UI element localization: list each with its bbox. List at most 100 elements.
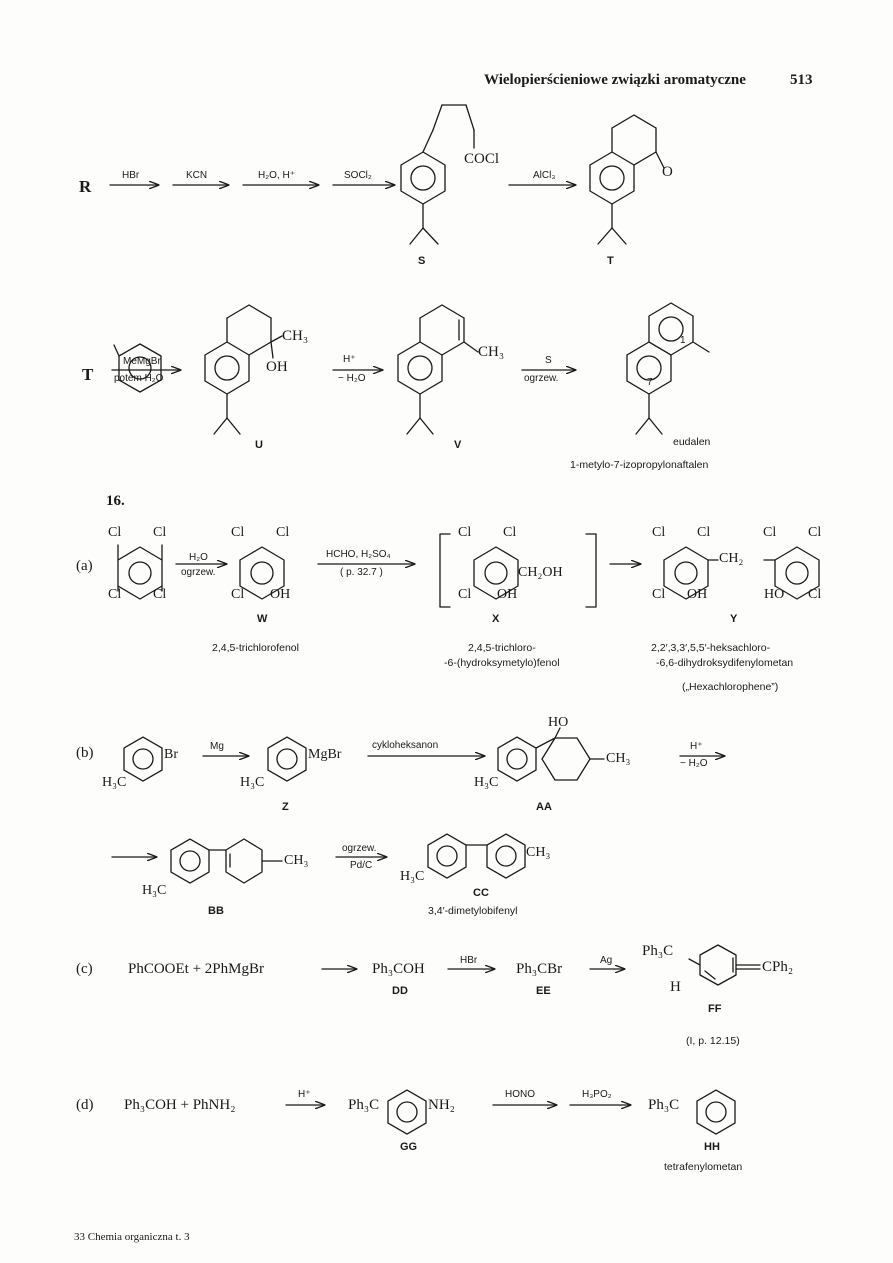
reagent-memgbr: MeMgBr xyxy=(123,356,161,367)
reagent-a-h2o: H₂O xyxy=(189,552,208,563)
part-a-drawing xyxy=(117,533,820,608)
cl-a2: Cl xyxy=(153,525,167,540)
reagent-hbr: HBr xyxy=(122,170,140,181)
cl-x1: Cl xyxy=(458,525,472,540)
part-d-drawing xyxy=(285,1089,736,1135)
gg-ph3c: Ph₃C xyxy=(348,1097,380,1113)
y-name-line2: -6,6-dihydroksydifenylometan xyxy=(656,657,794,669)
reagent-b-h2o: − H₂O xyxy=(680,758,708,769)
part-d-tag: (d) xyxy=(76,1097,94,1113)
y-trade-name: („Hexachlorophene”) xyxy=(682,681,779,693)
x-name-line2: -6-(hydroksymetylo)fenol xyxy=(444,657,560,669)
reagent-b-h: H⁺ xyxy=(690,741,703,752)
reagent-d-h3po2: H₃PO₂ xyxy=(582,1089,612,1100)
compound-label-dd: DD xyxy=(392,985,408,997)
reagent-a-ref: ( p. 32.7 ) xyxy=(340,567,383,578)
reagent-kcn: KCN xyxy=(186,170,208,181)
ch3-aa: CH₃ xyxy=(606,751,631,766)
eudalen-structure xyxy=(626,302,710,435)
part-d-reactants: Ph₃COH + PhNH₂ xyxy=(124,1097,236,1113)
reagent-b-ogrzew: ogrzew. xyxy=(342,843,377,854)
cl-x2: Cl xyxy=(503,525,517,540)
ff-ph3c: Ph₃C xyxy=(642,943,674,959)
eudalen-name: eudalen xyxy=(673,436,711,448)
part-c-reference: (I, p. 12.15) xyxy=(686,1035,740,1047)
gg-nh2: NH₂ xyxy=(428,1097,455,1113)
page-number: 513 xyxy=(790,72,813,88)
compound-label-hh: HH xyxy=(704,1141,720,1153)
compound-s-structure xyxy=(400,104,475,245)
h3c-b1: H₃C xyxy=(102,775,127,790)
y-name-line1: 2,2′,3,3′,5,5′-heksachloro- xyxy=(651,642,771,654)
compound-u-structure xyxy=(204,304,283,435)
reagent-ogrzew: ogrzew. xyxy=(524,373,559,384)
reagent-a-ogrzew: ogrzew. xyxy=(181,567,216,578)
page-footer: 33 Chemia organiczna t. 3 xyxy=(74,1231,190,1243)
oh-x: OH xyxy=(497,587,518,602)
ch2oh-x: CH₂OH xyxy=(518,565,563,580)
compound-label-gg: GG xyxy=(400,1141,418,1153)
compound-label-bb: BB xyxy=(208,905,224,917)
cc-name: 3,4′-dimetylobifenyl xyxy=(428,905,518,917)
reagent-sulfur: S xyxy=(545,355,552,366)
reagent-d-h: H⁺ xyxy=(298,1089,311,1100)
ho-y: HO xyxy=(764,587,785,602)
reagent-mg: Mg xyxy=(210,741,224,752)
oh-y: OH xyxy=(687,587,708,602)
compound-label-s: S xyxy=(418,255,426,267)
compound-label-y: Y xyxy=(730,613,738,625)
ff-cph2: CPh₂ xyxy=(762,959,794,975)
position-7: 7 xyxy=(647,377,653,388)
compound-label-u: U xyxy=(255,439,263,451)
cl-w2: Cl xyxy=(276,525,290,540)
cl-y2: Cl xyxy=(697,525,711,540)
ee-formula: Ph₃CBr xyxy=(516,961,563,977)
cocl-group: COCl xyxy=(464,151,500,167)
ch2-y: CH₂ xyxy=(719,551,744,566)
part-a-tag: (a) xyxy=(76,558,93,574)
start-label-t: T xyxy=(82,365,94,384)
ch3-cc: CH₃ xyxy=(526,845,551,860)
hh-name: tetrafenylometan xyxy=(664,1161,743,1173)
u-oh: OH xyxy=(266,359,288,375)
h3c-bb: H₃C xyxy=(142,883,167,898)
reagent-c-hbr: HBr xyxy=(460,955,478,966)
compound-label-aa: AA xyxy=(536,801,552,813)
ketone-o: O xyxy=(662,164,673,180)
hh-ph3c: Ph₃C xyxy=(648,1097,680,1113)
position-1: 1 xyxy=(680,335,686,346)
reagent-c-ag: Ag xyxy=(600,955,613,966)
running-title: Wielopierścieniowe związki aromatyczne xyxy=(484,72,746,88)
cl-a3: Cl xyxy=(108,587,122,602)
reagent-potem-h2o: potem H₂O xyxy=(114,373,164,384)
problem-number: 16. xyxy=(106,493,125,509)
part-b-drawing xyxy=(111,727,724,884)
compound-label-ff: FF xyxy=(708,1003,722,1015)
reagent-minus-h2o: − H₂O xyxy=(338,373,366,384)
dd-formula: Ph₃COH xyxy=(372,961,425,977)
compound-v-structure xyxy=(397,304,479,435)
br: Br xyxy=(164,747,178,762)
part-c-tag: (c) xyxy=(76,961,93,977)
x-name-line1: 2,4,5-trichloro- xyxy=(468,642,536,654)
cl-y4: Cl xyxy=(808,525,822,540)
reagent-h-plus: H⁺ xyxy=(343,354,356,365)
reagent-h2o-h: H₂O, H⁺ xyxy=(258,170,295,181)
part-c-reactants: PhCOOEt + 2PhMgBr xyxy=(128,961,264,977)
cl-x3: Cl xyxy=(458,587,472,602)
reagent-alcl3: AlCl₃ xyxy=(533,170,556,181)
cl-w3: Cl xyxy=(231,587,245,602)
compound-label-t: T xyxy=(607,255,614,267)
reagent-socl2: SOCl₂ xyxy=(344,170,372,181)
compound-label-w: W xyxy=(257,613,268,625)
cl-y1: Cl xyxy=(652,525,666,540)
ch3-bb: CH₃ xyxy=(284,853,309,868)
compound-label-x: X xyxy=(492,613,500,625)
compound-label-v: V xyxy=(454,439,462,451)
oh-w: OH xyxy=(270,587,291,602)
compound-label-ee: EE xyxy=(536,985,551,997)
eudalen-systematic-name: 1-metylo-7-izopropylonaftalen xyxy=(570,459,709,471)
ho-aa: HO xyxy=(548,715,569,730)
